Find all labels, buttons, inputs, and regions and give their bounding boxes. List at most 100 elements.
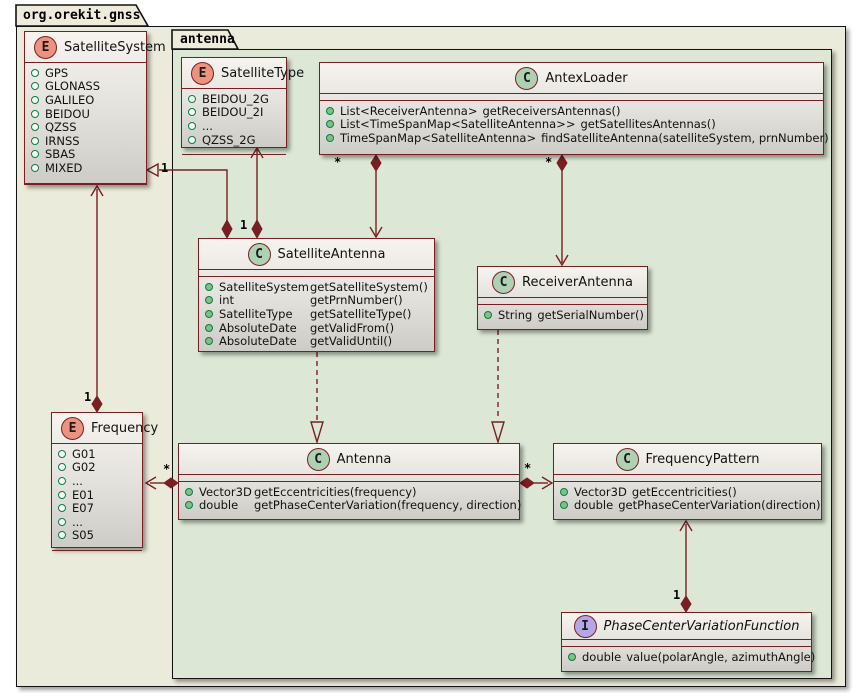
method-icon	[205, 323, 213, 332]
class-name: SatelliteType	[221, 65, 305, 81]
method-icon	[560, 487, 568, 496]
method-type: AbsoluteDate	[219, 334, 297, 349]
class-name: Frequency	[91, 420, 159, 436]
enum-constant-row: ...	[182, 119, 286, 133]
multiplicity-label: 1	[84, 390, 92, 404]
enum-constant-row: BEIDOU_2G	[182, 92, 286, 106]
compartment-separator	[478, 298, 647, 305]
class-badge-icon: C	[306, 447, 330, 471]
method-type: SatelliteType	[219, 306, 293, 321]
field-icon	[58, 463, 66, 472]
enum-constant: GPS	[45, 65, 69, 80]
field-icon	[31, 109, 39, 118]
enum-constant: GLONASS	[45, 79, 101, 94]
class-box-antexloader: C AntexLoader List<ReceiverAntenna>getRe…	[319, 62, 829, 155]
enum-constant: BEIDOU_2I	[202, 105, 264, 120]
method-name: getSatellitesAntennas()	[580, 117, 716, 132]
class-name: SatelliteSystem	[64, 39, 166, 55]
method-name: getPrnNumber()	[310, 293, 403, 308]
method-row: SatelliteType getSatelliteType()	[199, 307, 434, 321]
methods-compartment: List<ReceiverAntenna>getReceiversAntenna…	[320, 101, 829, 147]
field-icon	[188, 121, 196, 130]
method-row: AbsoluteDate getValidUntil()	[199, 334, 434, 348]
fields-compartment: BEIDOU_2G BEIDOU_2I ... QZSS_2G	[182, 89, 286, 148]
compartment-separator	[179, 475, 519, 482]
method-name: getSatelliteType()	[310, 306, 412, 321]
method-type: AbsoluteDate	[219, 320, 297, 335]
field-icon	[58, 476, 66, 485]
enum-constant-row: QZSS	[25, 120, 146, 134]
method-icon	[205, 337, 213, 346]
field-icon	[31, 163, 39, 172]
enum-constant: E07	[72, 501, 94, 516]
enum-constant-row: SBAS	[25, 147, 146, 161]
class-title: I PhaseCenterVariationFunction	[562, 613, 811, 640]
method-name: getSerialNumber()	[537, 307, 644, 322]
multiplicity-label: *	[334, 155, 342, 169]
enum-constant: MIXED	[45, 160, 83, 175]
enum-constant-row: BEIDOU_2I	[182, 105, 286, 120]
enum-constant-row: GALILEO	[25, 93, 146, 107]
compartment-separator	[199, 270, 434, 277]
class-name: AntexLoader	[545, 70, 628, 86]
multiplicity-label: 1	[673, 588, 681, 602]
enum-constant: ...	[202, 118, 213, 133]
compartment-separator	[25, 177, 146, 184]
class-name: PhaseCenterVariationFunction	[603, 618, 800, 634]
field-icon	[31, 68, 39, 77]
class-title: E Frequency	[52, 413, 158, 444]
enum-constant: E01	[72, 487, 94, 502]
compartment-separator	[554, 475, 821, 482]
class-badge-icon: C	[247, 242, 271, 266]
enum-constant-row: ...	[52, 474, 142, 488]
method-row: List<TimeSpanMap<SatelliteAntenna>> getSa…	[320, 117, 823, 132]
method-icon	[560, 501, 568, 510]
multiplicity-label: 1	[240, 218, 248, 232]
method-name: getValidFrom()	[310, 320, 395, 335]
compartment-separator	[562, 640, 811, 647]
field-icon	[58, 504, 66, 513]
compartment-separator	[52, 544, 142, 552]
field-icon	[58, 490, 66, 499]
method-icon	[484, 310, 492, 319]
method-name: getValidUntil()	[310, 334, 393, 349]
class-title: C FrequencyPattern	[554, 444, 821, 475]
class-title: C ReceiverAntenna	[478, 267, 647, 298]
method-icon	[185, 487, 193, 496]
method-type: double	[199, 498, 239, 513]
method-type: double	[574, 498, 614, 513]
enum-constant-row: G01	[52, 447, 142, 461]
method-type: String	[498, 307, 533, 322]
method-name: getSatelliteSystem()	[310, 279, 428, 294]
field-icon	[31, 82, 39, 91]
enum-constant-row: QZSS_2G	[182, 133, 286, 147]
method-row: String getSerialNumber()	[478, 308, 647, 322]
method-type: List<ReceiverAntenna>	[340, 103, 478, 118]
method-row: TimeSpanMap<SatelliteAntenna>findSatelli…	[320, 131, 829, 145]
method-name: value(polarAngle, azimuthAngle)	[626, 649, 816, 664]
fields-compartment: G01 G02 ... E01 E07 ... S05	[52, 444, 142, 544]
methods-compartment: double value(polarAngle, azimuthAngle)	[562, 647, 815, 666]
method-icon	[568, 652, 576, 661]
method-type: double	[582, 649, 622, 664]
method-icon	[326, 120, 334, 129]
multiplicity-label: *	[524, 461, 532, 475]
enum-constant-row: S05	[52, 528, 142, 543]
class-name: Antenna	[336, 451, 392, 467]
class-title: E SatelliteType	[182, 58, 304, 89]
field-icon	[31, 95, 39, 104]
enum-constant: S05	[72, 528, 94, 543]
enum-constant: QZSS	[45, 120, 77, 135]
multiplicity-label: *	[545, 155, 553, 169]
field-icon	[188, 108, 196, 117]
compartment-separator	[320, 94, 823, 101]
method-type: List<TimeSpanMap<SatelliteAntenna>>	[340, 117, 576, 132]
